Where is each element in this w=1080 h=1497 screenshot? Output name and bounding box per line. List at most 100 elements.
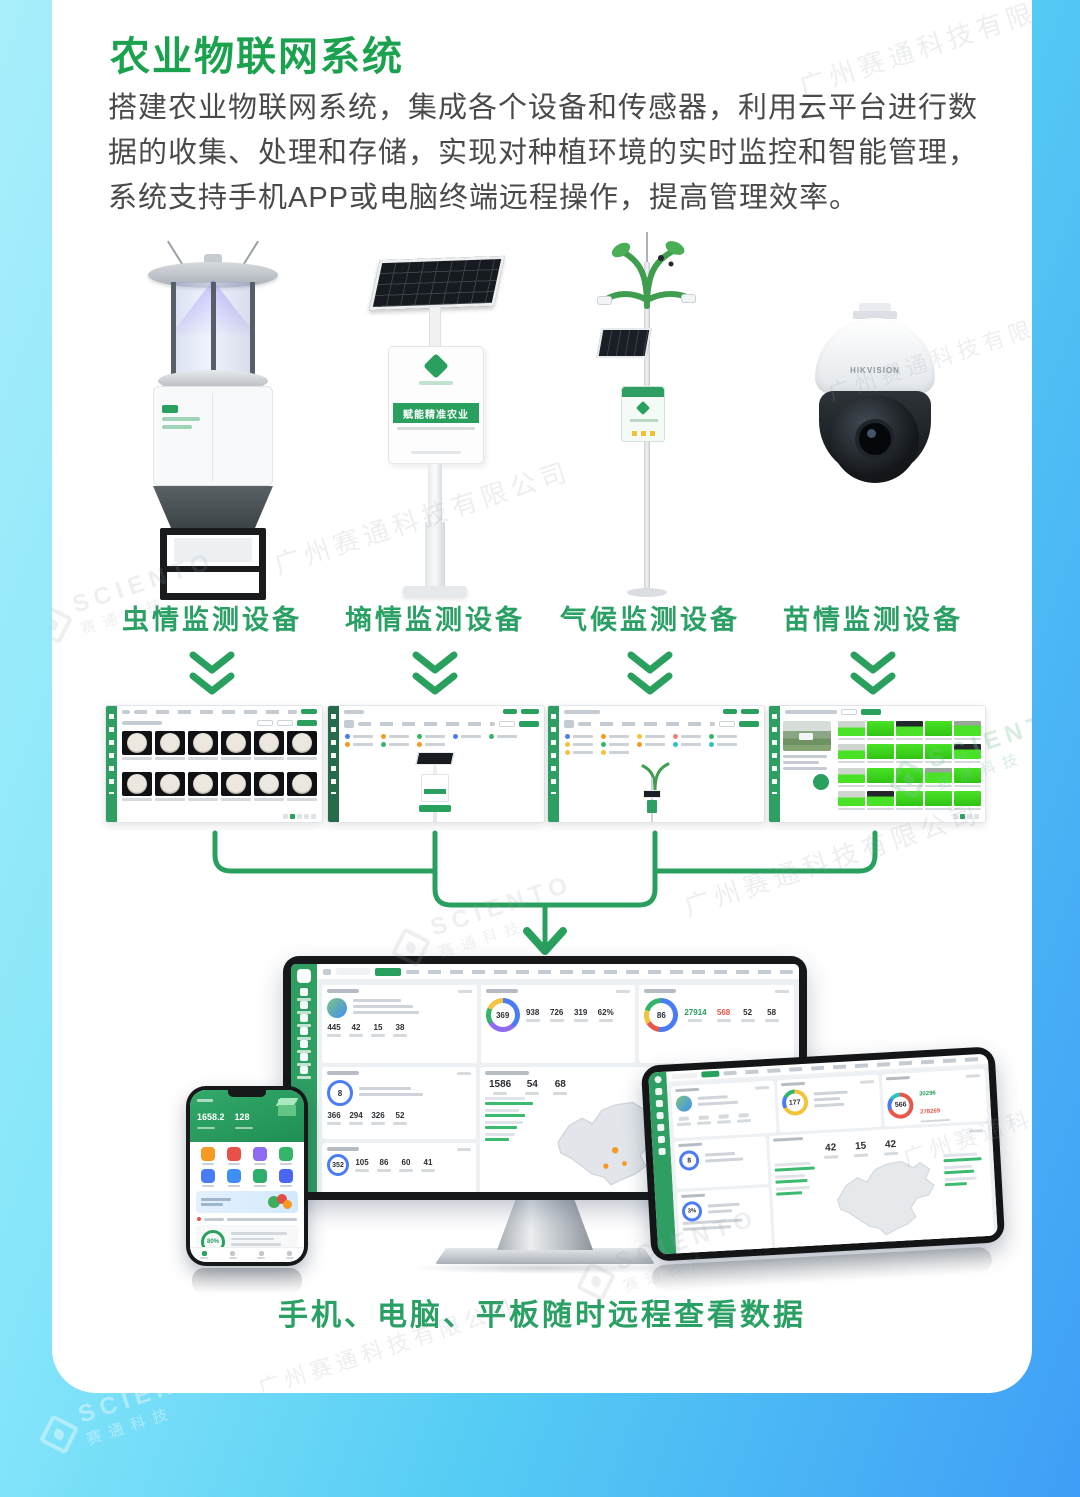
vegetation-cell (896, 721, 923, 742)
weather-dashboard-screenshot (547, 705, 765, 823)
device-donut-chart: 369 (485, 998, 520, 1032)
insect-photo-cell (221, 772, 251, 810)
alarm-donut-chart: 86 (644, 998, 679, 1032)
soil-monitor-device: 赋能精准农业 (355, 255, 520, 603)
dashboard-sidebar (328, 706, 339, 822)
map-card: 42 15 42 (768, 1123, 994, 1249)
profile-card: 445 42 15 38 (322, 985, 477, 1063)
solar-panel (369, 255, 505, 311)
sidebar-item (297, 1001, 311, 1014)
growth-card: 3% (676, 1187, 773, 1255)
tab-item (285, 1251, 294, 1259)
device-label-soil: 墒情监测设备 (345, 605, 525, 635)
sidebar-item (297, 988, 311, 1001)
leaf-diamond-icon (38, 1413, 80, 1455)
phone-mockup: 1658.2 128 (186, 1086, 308, 1266)
device-donut-chart: 177 (781, 1088, 809, 1117)
plant-sensor-arms (602, 241, 696, 309)
vegetation-cell (867, 790, 894, 812)
sensor-chips (559, 731, 764, 758)
down-chevron-icon (627, 651, 673, 695)
sensor-chips (339, 731, 544, 750)
sidebar-item (297, 1040, 311, 1053)
alarm-stats-card: 566 30296 278269 (882, 1068, 988, 1127)
insect-photo-cell (287, 731, 317, 769)
farm-avatar (327, 998, 347, 1018)
insect-photo-cell (188, 772, 218, 810)
soil-device-preview (339, 750, 544, 822)
active-nav-tab (701, 1070, 720, 1078)
vegetation-cell (867, 721, 894, 742)
phone-notch (228, 1090, 266, 1097)
vegetation-cell (954, 790, 981, 812)
seedling-camera-device: HIKVISION (795, 303, 955, 521)
weather-device-preview (559, 758, 764, 822)
china-map (837, 1160, 935, 1236)
tablet-mockup: 177 566 30296 278269 (640, 1046, 1006, 1262)
vegetation-cell (896, 790, 923, 812)
insect-dashboard-screenshot (105, 705, 323, 823)
camera-brand: HIKVISION (850, 366, 900, 375)
merge-arrow-connector (212, 830, 878, 955)
app-icon (222, 1147, 245, 1165)
alarm-stats-card: 86 27914 568 52 58 (639, 985, 795, 1063)
insect-photo-cell (155, 772, 185, 810)
vegetation-cell (838, 744, 865, 765)
device-label-seedling: 苗情监测设备 (783, 605, 963, 635)
vegetation-cell (954, 744, 981, 765)
field-photo-panel (780, 718, 834, 822)
insect-photo-cell (155, 731, 185, 769)
tab-item (257, 1251, 266, 1259)
content-card: 农业物联网系统 搭建农业物联网系统，集成各个设备和传感器，利用云平台进行数据的收… (52, 0, 1032, 1393)
ranking-list (774, 1161, 821, 1245)
ranking-list (943, 1152, 990, 1236)
vegetation-cell (896, 744, 923, 765)
vegetation-cell (925, 767, 952, 789)
insect-photo-cell (287, 772, 317, 810)
vegetation-grid (834, 718, 985, 812)
down-chevron-icon (850, 651, 896, 695)
bottom-caption: 手机、电脑、平板随时远程查看数据 (278, 1299, 806, 1332)
insect-photo-cell (122, 731, 152, 769)
sidebar-item (297, 1053, 311, 1066)
pagination (117, 812, 322, 822)
tab-home (200, 1251, 209, 1259)
insect-monitor-device (120, 240, 305, 602)
promo-banner (196, 1191, 298, 1213)
device-banner-text: 赋能精准农业 (393, 403, 479, 423)
insect-photo-cell (254, 772, 284, 810)
sciento-logo (635, 400, 651, 416)
vegetation-cell (925, 790, 952, 812)
vegetation-cell (867, 744, 894, 765)
profile-card (670, 1080, 777, 1139)
sidebar-item (297, 1027, 311, 1040)
alarm-donut-chart: 566 (887, 1091, 915, 1119)
app-icon (222, 1169, 245, 1187)
sidebar-item (297, 1066, 311, 1079)
leaf-diamond-icon (52, 603, 74, 645)
page-title: 农业物联网系统 (110, 35, 404, 79)
monitor-stand (497, 1198, 593, 1250)
dashboard-sidebar (769, 706, 780, 822)
vegetation-cell (925, 744, 952, 765)
app-header: 1658.2 128 (190, 1090, 304, 1142)
app-icon (196, 1169, 219, 1187)
pagination (834, 812, 985, 822)
sidebar-item (297, 1014, 311, 1027)
app-icon (275, 1147, 298, 1165)
monitor-summary-card: 352 105 86 60 41 (322, 1143, 476, 1192)
tab-item (228, 1251, 237, 1259)
monitor-base (435, 1248, 655, 1264)
dashboard-topnav (317, 964, 799, 980)
sciento-logo (423, 353, 449, 379)
app-icon-grid (190, 1142, 304, 1189)
notice-row (190, 1215, 304, 1223)
app-icon (249, 1169, 272, 1187)
down-chevron-icon (189, 651, 235, 695)
device-stats-card: 177 (776, 1074, 882, 1133)
task-card: 8 (674, 1136, 769, 1190)
app-icon (196, 1147, 219, 1165)
soil-dashboard-screenshot (327, 705, 545, 823)
cube-illustration (275, 1098, 299, 1116)
solar-panel (596, 328, 652, 358)
